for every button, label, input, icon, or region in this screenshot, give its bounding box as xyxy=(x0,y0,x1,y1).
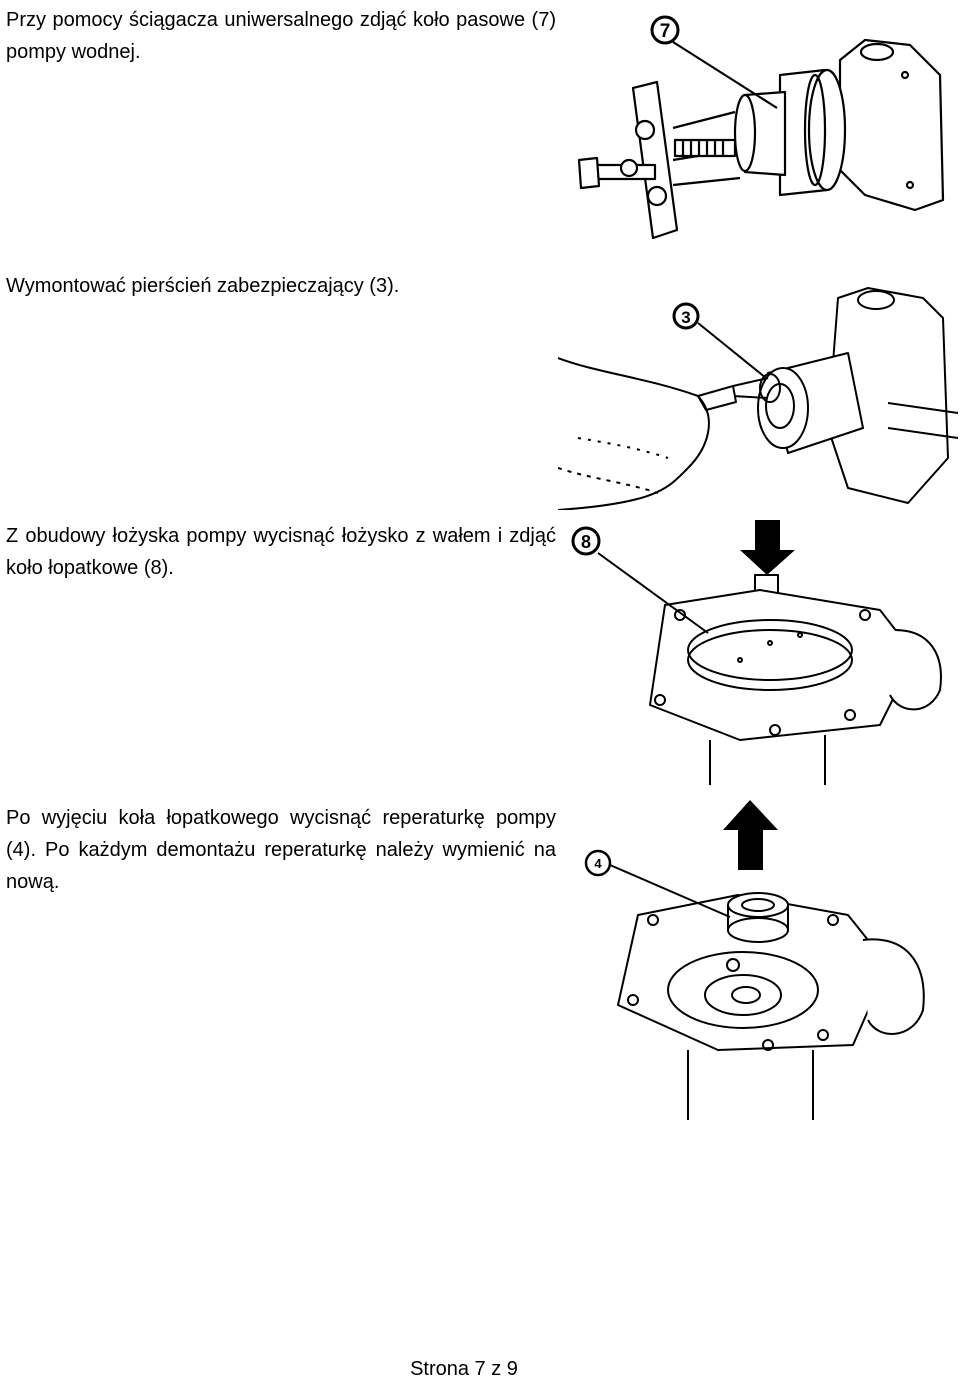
figure-impeller-press: 8 xyxy=(560,515,958,785)
callout-3-circle xyxy=(672,302,700,330)
callout-8-label: 8 xyxy=(581,532,591,552)
figure-retaining-ring: 3 xyxy=(558,278,958,510)
step-4-text: Po wyjęciu koła łopatkowego wycisnąć rep… xyxy=(6,807,556,893)
step-1-text: Przy pomocy ściągacza uniwersalnego zdją… xyxy=(6,9,556,63)
callout-3-label: 3 xyxy=(681,308,690,327)
figure-puller-pulley: 7 xyxy=(565,0,955,250)
callout-7-label: 7 xyxy=(660,21,671,42)
callout-7-circle xyxy=(650,15,680,45)
callout-8-circle xyxy=(571,526,601,556)
callout-4-label: 4 xyxy=(594,856,602,871)
figure-seal-press: 4 xyxy=(578,795,958,1120)
impeller-press-illustration: 8 xyxy=(571,520,942,785)
step-2-text: Wymontować pierścień zabezpieczający (3)… xyxy=(6,275,400,297)
press-up-arrow-icon xyxy=(723,800,778,870)
retaining-ring-illustration: 3 xyxy=(558,287,958,510)
callout-4-circle xyxy=(584,849,612,877)
seal-press-illustration: 4 xyxy=(584,800,925,1120)
page-number: Strona 7 z 9 xyxy=(410,1358,518,1380)
puller-illustration: 7 xyxy=(577,15,945,240)
press-down-arrow-icon xyxy=(740,520,795,575)
step-3-text: Z obudowy łożyska pompy wycisnąć łożysko… xyxy=(6,525,556,579)
